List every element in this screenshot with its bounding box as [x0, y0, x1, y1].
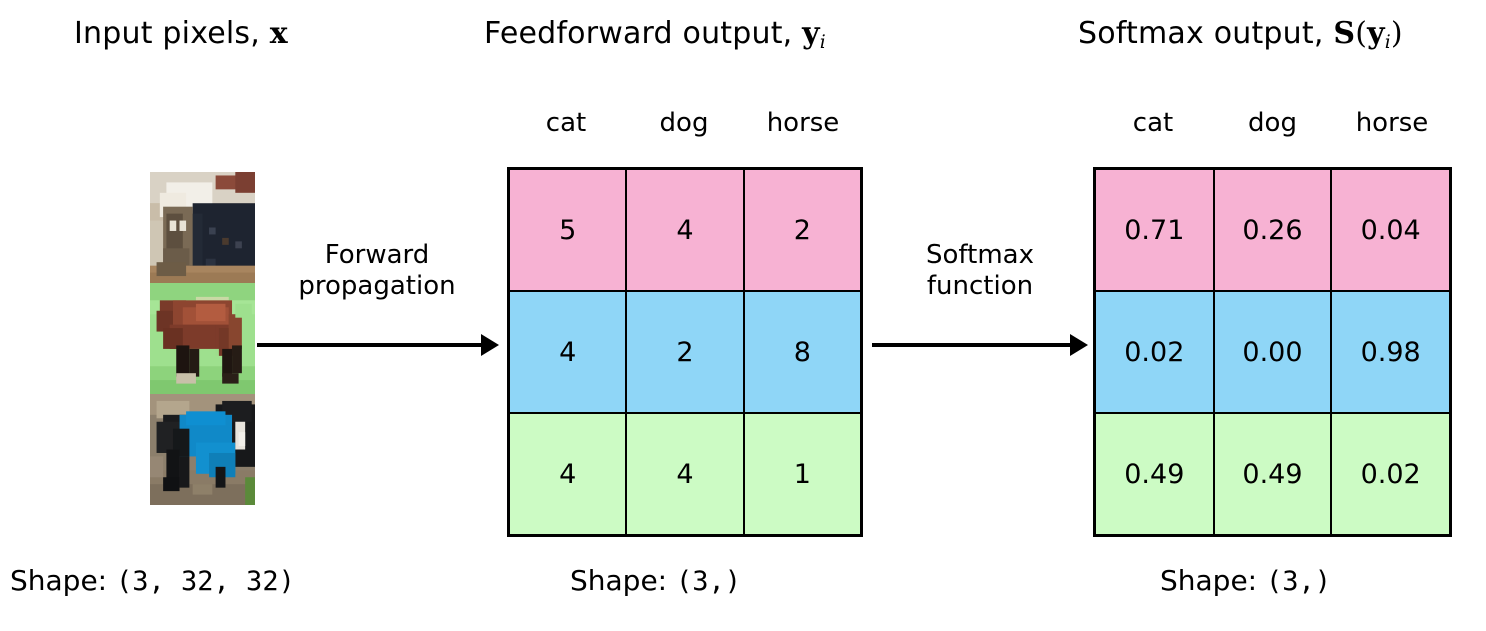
feedforward-class-labels: cat dog horse	[507, 108, 863, 138]
arrow-head	[481, 334, 499, 356]
input-symbol-x: x	[269, 16, 288, 51]
input-column-title: Input pixels, x	[74, 16, 288, 51]
input-column-title-text: Input pixels,	[74, 16, 270, 51]
softmax-symbol-subscript: i	[1384, 32, 1391, 54]
cell-sm-1-2: 0.98	[1330, 290, 1452, 414]
table-row: 4 4 1	[507, 412, 863, 537]
softmax-paren-close: )	[1390, 16, 1403, 51]
cell-sm-0-1: 0.26	[1212, 167, 1333, 292]
softmax-column-title: Softmax output, S(yi)	[1078, 16, 1403, 53]
cell-ff-2-1: 4	[625, 412, 745, 537]
feedforward-symbol-y: y	[802, 16, 820, 51]
table-row: 4 2 8	[507, 290, 863, 414]
softmax-output-table: 0.71 0.26 0.04 0.02 0.00 0.98 0.49 0.49 …	[1093, 167, 1452, 537]
softmax-class-label-dog: dog	[1248, 108, 1297, 138]
arrow-head	[1070, 334, 1088, 356]
softmax-function-line1: Softmax	[926, 240, 1034, 270]
softmax-class-label-cat: cat	[1132, 108, 1174, 138]
softmax-class-labels: cat dog horse	[1093, 108, 1452, 138]
blanketed-horse-thumbnail	[150, 394, 255, 505]
softmax-shape-caption: Shape: (3,)	[1160, 564, 1331, 597]
cell-ff-0-0: 5	[507, 167, 628, 292]
softmax-symbol-y: y	[1367, 16, 1385, 51]
table-row: 0.49 0.49 0.02	[1093, 412, 1452, 537]
table-row: 0.71 0.26 0.04	[1093, 167, 1452, 292]
table-row: 5 4 2	[507, 167, 863, 292]
cell-ff-1-1: 2	[625, 290, 745, 414]
softmax-function-arrow	[872, 334, 1090, 356]
feedforward-class-label-cat: cat	[545, 108, 587, 138]
cell-sm-2-0: 0.49	[1093, 412, 1215, 537]
softmax-symbol-s: S	[1333, 16, 1356, 51]
cell-ff-0-1: 4	[625, 167, 745, 292]
softmax-function-line2: function	[926, 270, 1034, 301]
cell-sm-1-0: 0.02	[1093, 290, 1215, 414]
arrow-shaft	[872, 343, 1072, 347]
horse-thumbnail	[150, 283, 255, 394]
cell-sm-2-2: 0.02	[1330, 412, 1452, 537]
cell-ff-2-0: 4	[507, 412, 628, 537]
cat-thumbnail	[150, 172, 255, 283]
softmax-class-label-horse: horse	[1355, 108, 1429, 138]
cell-ff-1-2: 8	[742, 290, 863, 414]
input-image-stack	[150, 172, 255, 505]
input-shape-value: (3, 32, 32)	[116, 566, 295, 597]
feedforward-class-label-horse: horse	[766, 108, 840, 138]
cell-sm-0-0: 0.71	[1093, 167, 1215, 292]
forward-propagation-line1: Forward	[324, 240, 430, 270]
feedforward-shape-caption: Shape: (3,)	[570, 564, 741, 597]
table-row: 0.02 0.00 0.98	[1093, 290, 1452, 414]
feedforward-column-title: Feedforward output, yi	[484, 16, 826, 53]
softmax-column-title-text: Softmax output,	[1078, 16, 1334, 51]
feedforward-symbol-subscript: i	[819, 32, 826, 54]
forward-propagation-line2: propagation	[298, 270, 456, 301]
cell-sm-0-2: 0.04	[1330, 167, 1452, 292]
input-shape-caption: Shape: (3, 32, 32)	[10, 564, 295, 597]
cell-ff-1-0: 4	[507, 290, 628, 414]
feedforward-output-table: 5 4 2 4 2 8 4 4 1	[507, 167, 863, 537]
cell-sm-2-1: 0.49	[1212, 412, 1333, 537]
arrow-shaft	[257, 343, 483, 347]
input-shape-label: Shape:	[10, 564, 117, 597]
feedforward-column-title-text: Feedforward output,	[484, 16, 803, 51]
cell-ff-0-2: 2	[742, 167, 863, 292]
cell-ff-2-2: 1	[742, 412, 863, 537]
feedforward-class-label-dog: dog	[659, 108, 709, 138]
softmax-shape-value: (3,)	[1266, 566, 1332, 597]
cell-sm-1-1: 0.00	[1212, 290, 1333, 414]
feedforward-shape-label: Shape:	[570, 564, 677, 597]
softmax-paren-open: (	[1355, 16, 1368, 51]
feedforward-shape-value: (3,)	[676, 566, 742, 597]
softmax-shape-label: Shape:	[1160, 564, 1267, 597]
forward-propagation-arrow	[257, 334, 500, 356]
softmax-function-label: Softmax function	[875, 240, 1085, 301]
forward-propagation-label: Forward propagation	[257, 240, 497, 301]
